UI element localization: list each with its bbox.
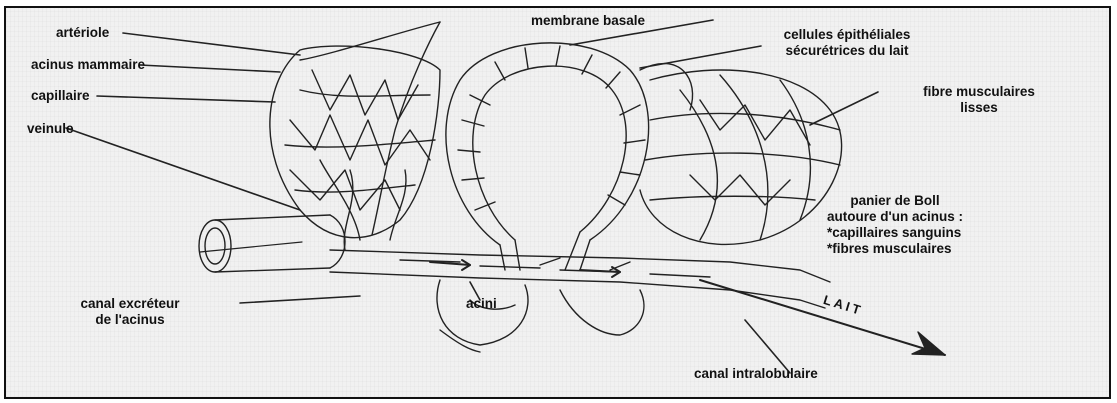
- label-cellules-line2: sécurétrices du lait: [757, 43, 937, 59]
- label-arteriole: artériole: [56, 25, 109, 41]
- label-panier-de-boll: panier de Boll autoure d'un acinus : *ca…: [827, 193, 963, 257]
- label-canal-exc-line1: canal excréteur: [30, 296, 230, 312]
- label-cellules-epitheliales: cellules épithéliales sécurétrices du la…: [757, 27, 937, 59]
- label-canal-exc-line2: de l'acinus: [30, 312, 230, 328]
- label-panier-line2: autoure d'un acinus :: [827, 209, 963, 225]
- vessel-tube: [199, 215, 345, 272]
- label-panier-line1: panier de Boll: [827, 193, 963, 209]
- label-fibre-line2: lisses: [879, 100, 1079, 116]
- central-acinus: [446, 43, 693, 270]
- milk-flow-arrow: [700, 280, 945, 355]
- label-panier-line3: *capillaires sanguins: [827, 225, 963, 241]
- label-acini: acini: [466, 296, 497, 312]
- lower-acini: [437, 280, 644, 352]
- label-cellules-line1: cellules épithéliales: [757, 27, 937, 43]
- label-canal-excreteur: canal excréteur de l'acinus: [30, 296, 230, 328]
- right-vascular-basket: [640, 70, 842, 244]
- left-vascular-basket: [270, 22, 440, 250]
- label-membrane-basale: membrane basale: [531, 13, 645, 29]
- label-acinus-mammaire: acinus mammaire: [31, 57, 145, 73]
- label-fibre-line1: fibre musculaires: [879, 84, 1079, 100]
- label-veinule: veinule: [27, 121, 74, 137]
- label-panier-line4: *fibres musculaires: [827, 241, 963, 257]
- intralobular-duct: [330, 250, 830, 308]
- label-canal-intralobulaire: canal intralobulaire: [694, 366, 818, 382]
- label-capillaire: capillaire: [31, 88, 90, 104]
- label-fibre-musculaires: fibre musculaires lisses: [879, 84, 1079, 116]
